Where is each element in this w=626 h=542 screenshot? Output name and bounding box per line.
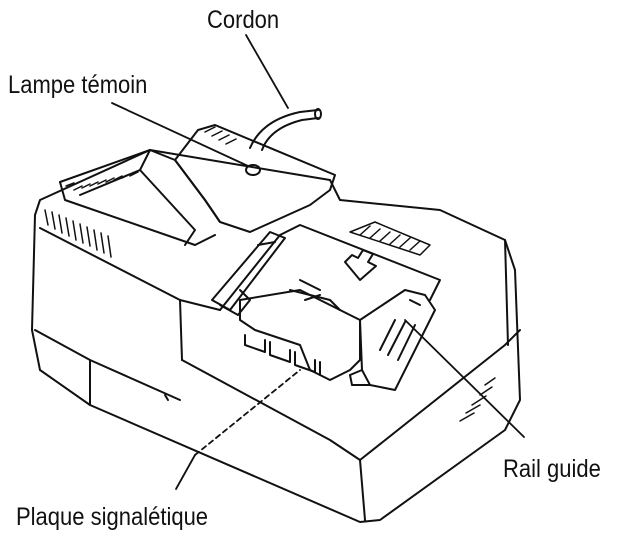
charger-body <box>31 149 521 523</box>
label-cordon: Cordon <box>207 6 280 34</box>
rear-vent-slots <box>349 221 431 256</box>
right-rail-guide <box>359 289 436 391</box>
side-vent-slots <box>459 377 496 422</box>
top-vent-slots <box>65 126 237 191</box>
leader-lines <box>111 34 525 490</box>
insert-arrow-icon <box>344 249 377 281</box>
plaque-leader-dashed <box>194 369 301 456</box>
battery-slot <box>211 224 441 391</box>
cordon-leader <box>245 34 289 109</box>
label-lampe-temoin: Lampe témoin <box>8 71 148 99</box>
front-vent-slots <box>44 209 112 258</box>
label-rail-guide: Rail guide <box>503 455 601 483</box>
top-housing <box>59 124 336 246</box>
indicator-lamp-icon <box>245 164 261 176</box>
lampe-leader <box>111 102 249 167</box>
rail-guide-leader <box>404 319 525 438</box>
terminal-block <box>239 289 361 381</box>
label-plaque-signaletique: Plaque signalétique <box>16 503 209 531</box>
plaque-leader-solid <box>175 454 196 490</box>
